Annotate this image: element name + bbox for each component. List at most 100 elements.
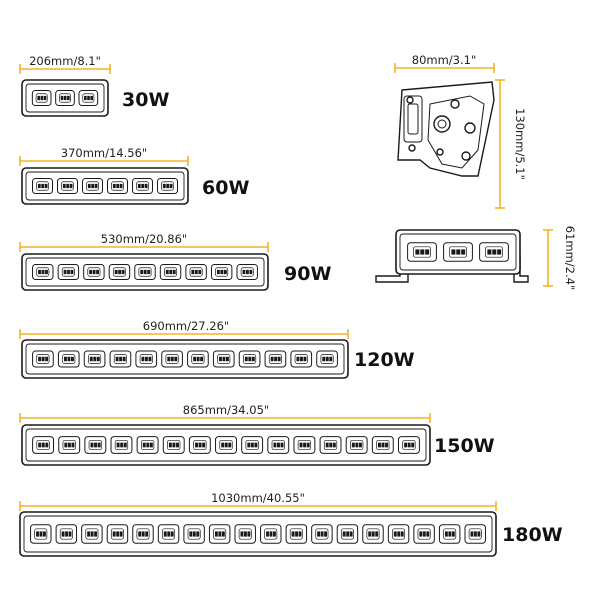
led-chip <box>248 356 252 362</box>
led-chip <box>303 356 307 362</box>
led-chip <box>143 269 147 275</box>
led-chip <box>425 249 430 255</box>
led-lens <box>315 528 329 540</box>
led-chip <box>371 531 375 537</box>
led-chip <box>45 269 48 275</box>
led-chip <box>220 269 224 275</box>
led-chip <box>145 356 148 362</box>
led-lens <box>189 267 203 277</box>
led-chip <box>266 531 269 537</box>
led-lens <box>36 439 50 451</box>
led-lens <box>485 246 503 258</box>
led-chip <box>63 269 67 275</box>
led-lens <box>271 439 285 451</box>
led-chip <box>477 531 481 537</box>
led-lens <box>238 528 252 540</box>
led-chip <box>298 531 302 537</box>
led-lens <box>164 267 178 277</box>
led-module <box>78 89 99 107</box>
side-view: 80mm/3.1" 130mm/5.1" <box>394 53 527 209</box>
led-chip <box>426 531 430 537</box>
led-module <box>136 436 159 454</box>
side-width-dim-label: 80mm/3.1" <box>412 53 477 67</box>
led-lens <box>215 267 229 277</box>
led-chip <box>71 442 75 448</box>
led-chip <box>114 269 118 275</box>
led-module <box>293 436 316 454</box>
led-chip <box>196 531 200 537</box>
led-chip <box>91 183 95 189</box>
led-lens <box>62 354 76 364</box>
led-chip <box>90 95 93 101</box>
led-chip <box>96 356 100 362</box>
led-chip <box>422 531 426 537</box>
led-chip <box>138 531 142 537</box>
led-module <box>319 436 342 454</box>
led-module <box>183 524 205 544</box>
led-lens <box>86 181 99 191</box>
led-lens <box>136 528 150 540</box>
led-lens <box>85 528 99 540</box>
mounting-plate <box>427 95 485 169</box>
led-chip <box>122 356 126 362</box>
led-chip <box>329 442 333 448</box>
led-chip <box>202 442 206 448</box>
led-chip <box>141 531 145 537</box>
bar-housing <box>21 339 349 379</box>
light-bar-30w <box>21 79 109 117</box>
led-chip <box>92 269 96 275</box>
led-chip <box>381 442 385 448</box>
led-module <box>387 524 410 544</box>
led-lens <box>110 528 124 540</box>
led-chip <box>40 95 44 101</box>
led-chip <box>240 531 244 537</box>
led-module <box>30 524 52 544</box>
led-module <box>132 524 154 544</box>
led-lens <box>34 528 48 540</box>
led-chip <box>200 356 204 362</box>
led-chip <box>61 531 65 537</box>
led-chip <box>473 531 477 537</box>
led-module <box>110 436 133 454</box>
led-lens <box>268 354 282 364</box>
led-chip <box>94 183 98 189</box>
led-chip <box>342 531 346 537</box>
led-chip <box>162 183 166 189</box>
led-module <box>234 524 256 544</box>
bolt-hole-icon <box>406 96 414 104</box>
pivot-bolt-icon <box>433 115 451 133</box>
led-chip <box>451 249 456 255</box>
bar-watt-label: 150W <box>434 435 495 457</box>
led-chip <box>170 356 174 362</box>
led-chip <box>247 531 251 537</box>
led-chip <box>38 269 41 275</box>
led-chip <box>120 442 124 448</box>
led-lens <box>213 528 227 540</box>
led-lens <box>219 439 233 451</box>
led-lens <box>350 439 364 451</box>
bar-dim-label: 530mm/20.86" <box>101 232 187 246</box>
led-module <box>438 524 461 544</box>
led-module <box>336 524 359 544</box>
led-module <box>106 524 129 544</box>
led-chip <box>349 531 353 537</box>
led-lens <box>289 528 303 540</box>
led-chip <box>67 95 70 101</box>
led-lens <box>111 181 124 191</box>
led-module <box>81 524 103 544</box>
led-lens <box>413 246 431 258</box>
led-chip <box>168 442 172 448</box>
led-lens <box>443 528 457 540</box>
bolt-hole-icon <box>461 151 471 161</box>
led-module <box>264 350 287 368</box>
led-chip <box>456 249 461 255</box>
led-chip <box>324 531 327 537</box>
led-chip <box>228 442 232 448</box>
led-chip <box>306 442 310 448</box>
led-lens <box>243 354 257 364</box>
led-chip <box>247 442 251 448</box>
led-chip <box>273 531 276 537</box>
led-chip <box>195 442 198 448</box>
led-module <box>311 524 333 544</box>
led-module <box>241 436 264 454</box>
